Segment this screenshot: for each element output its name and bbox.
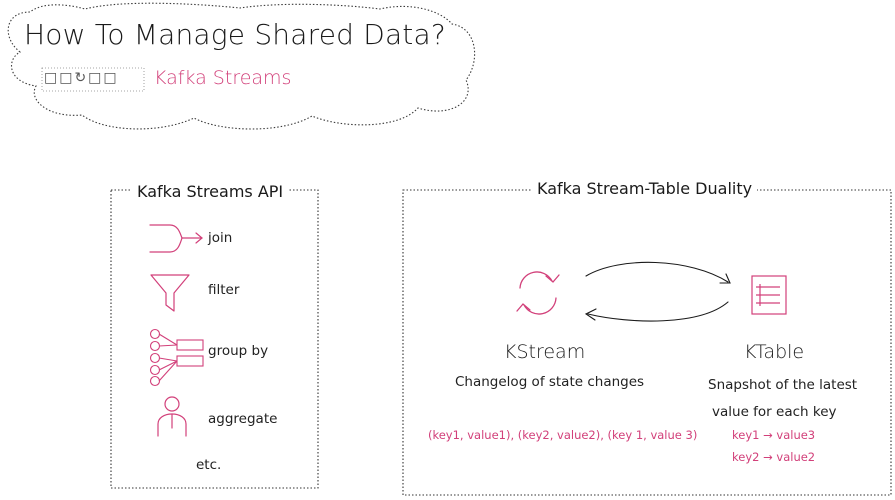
ktable-label: KTable xyxy=(744,341,805,363)
ktable-entry: key2 → value2 xyxy=(732,450,816,464)
duality-cycle-arrows xyxy=(584,261,731,322)
ktable-description-line2: value for each key xyxy=(712,404,837,420)
boxes-row: □□↻□□ xyxy=(44,70,119,86)
api-item-aggregate: aggregate xyxy=(208,411,278,427)
join-icon xyxy=(149,224,203,253)
kstream-description: Changelog of state changes xyxy=(455,374,645,390)
kstream-example: (key1, value1), (key2, value2), (key 1, … xyxy=(428,428,698,442)
table-icon xyxy=(751,275,787,315)
duality-panel-frame xyxy=(402,189,892,496)
kstream-label: KStream xyxy=(504,341,586,363)
duality-panel-title: Kafka Stream-Table Duality xyxy=(532,179,758,198)
filter-funnel-icon xyxy=(150,274,190,312)
ktable-entry: key1 → value3 xyxy=(732,428,816,442)
boxes-frame xyxy=(41,67,145,92)
api-panel-title: Kafka Streams API xyxy=(132,182,289,201)
api-item-join: join xyxy=(208,230,233,246)
aggregate-person-icon xyxy=(157,396,187,437)
api-footer: etc. xyxy=(196,457,222,473)
page-title: How To Manage Shared Data? xyxy=(24,18,446,51)
page-subtitle: Kafka Streams xyxy=(154,67,292,89)
ktable-description-line1: Snapshot of the latest xyxy=(708,377,858,393)
api-item-group-by: group by xyxy=(208,343,269,359)
group-by-icon xyxy=(149,328,204,387)
api-panel-frame xyxy=(110,189,319,489)
sync-arrows-icon xyxy=(516,271,560,315)
cloud-outline xyxy=(7,2,476,130)
api-item-filter: filter xyxy=(208,282,240,298)
